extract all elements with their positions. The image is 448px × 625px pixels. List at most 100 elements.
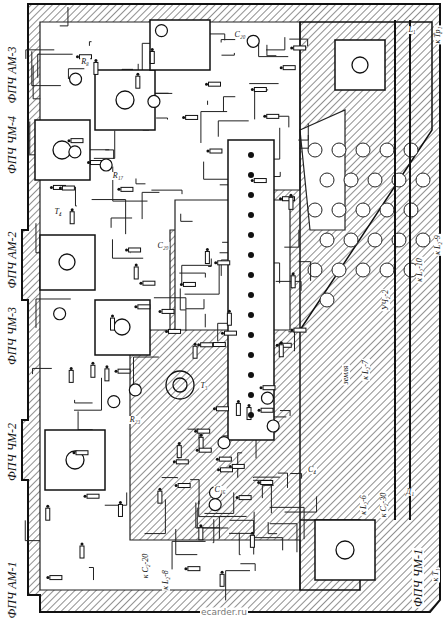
filter-label: ФПЧ ЧМ-4 bbox=[6, 115, 18, 175]
transistor bbox=[54, 308, 66, 320]
trace bbox=[185, 264, 220, 294]
trace bbox=[60, 7, 68, 26]
trace bbox=[179, 273, 205, 277]
trace bbox=[162, 477, 178, 479]
filter-module bbox=[335, 40, 385, 90]
hole bbox=[332, 143, 346, 157]
trace bbox=[89, 150, 109, 155]
trace bbox=[182, 265, 212, 284]
trace bbox=[223, 97, 235, 112]
component bbox=[279, 345, 283, 357]
component bbox=[91, 365, 95, 377]
hole bbox=[308, 143, 322, 157]
transistor bbox=[155, 25, 167, 37]
trace bbox=[280, 411, 290, 416]
component bbox=[70, 212, 74, 224]
trace bbox=[136, 178, 145, 183]
component bbox=[261, 481, 273, 485]
trace bbox=[298, 135, 308, 140]
component bbox=[218, 261, 230, 265]
filter-module bbox=[45, 430, 105, 490]
hole bbox=[320, 173, 334, 187]
trace bbox=[284, 230, 299, 247]
component bbox=[105, 369, 109, 381]
trace bbox=[255, 90, 268, 119]
wire-label: к L₂-8 bbox=[162, 569, 170, 591]
trace bbox=[74, 378, 102, 410]
transistor bbox=[69, 146, 81, 158]
transistor bbox=[148, 95, 160, 107]
component bbox=[118, 369, 130, 373]
trace bbox=[290, 474, 301, 479]
trace bbox=[154, 298, 186, 331]
trace bbox=[226, 571, 250, 601]
transistor bbox=[70, 73, 82, 85]
trace bbox=[94, 131, 115, 159]
component bbox=[283, 66, 295, 70]
part-label: C₂₉ bbox=[157, 242, 170, 250]
trace bbox=[278, 473, 287, 488]
component bbox=[121, 187, 133, 191]
components bbox=[46, 25, 306, 587]
component bbox=[220, 574, 224, 586]
component bbox=[50, 576, 62, 580]
component bbox=[254, 179, 266, 183]
filter-module bbox=[40, 235, 95, 290]
trace bbox=[262, 485, 273, 498]
trace bbox=[25, 520, 40, 540]
trace bbox=[285, 496, 317, 512]
part-label: T₃ bbox=[199, 382, 208, 390]
trace bbox=[299, 123, 308, 148]
trace bbox=[180, 288, 185, 309]
filter-label: ФПЧ АМ-3 bbox=[6, 46, 18, 105]
component bbox=[216, 407, 228, 411]
wire-label: к Т₁ bbox=[432, 568, 440, 583]
component bbox=[94, 62, 98, 74]
part-label: R₁₇ bbox=[112, 172, 124, 180]
trace bbox=[33, 65, 40, 98]
component bbox=[199, 448, 211, 452]
trace bbox=[78, 411, 93, 430]
component bbox=[193, 346, 197, 358]
component bbox=[87, 494, 99, 498]
trace bbox=[204, 314, 205, 327]
filter-label: ФПЧ ЧМ-2 bbox=[6, 422, 18, 482]
hole bbox=[356, 143, 370, 157]
trace bbox=[190, 480, 199, 505]
component bbox=[209, 82, 221, 86]
trace bbox=[32, 51, 61, 85]
component bbox=[186, 115, 198, 119]
component bbox=[143, 281, 155, 285]
component bbox=[198, 429, 210, 433]
trace bbox=[92, 200, 126, 235]
component bbox=[205, 252, 209, 264]
hole bbox=[308, 203, 322, 217]
wire-label: к Тр₁ bbox=[434, 26, 442, 45]
component bbox=[294, 328, 306, 332]
component bbox=[176, 460, 188, 464]
hole bbox=[332, 263, 346, 277]
part-label: R₈ bbox=[80, 58, 90, 66]
component bbox=[236, 403, 240, 415]
component bbox=[177, 446, 181, 458]
component bbox=[267, 114, 279, 118]
wire-label: к С₂-30 bbox=[380, 492, 388, 519]
trace bbox=[176, 529, 198, 555]
hole bbox=[356, 263, 370, 277]
component bbox=[294, 46, 306, 50]
trace bbox=[172, 541, 206, 569]
component bbox=[118, 504, 122, 516]
component bbox=[71, 139, 83, 143]
copper-free-area bbox=[40, 22, 300, 590]
trace bbox=[230, 520, 254, 554]
filter-label: ФПЧ ЧМ-3 bbox=[6, 306, 18, 366]
trace bbox=[33, 368, 52, 374]
part-label: C₂₀ bbox=[234, 31, 247, 39]
wire-label: к L₂-7 bbox=[362, 359, 370, 381]
part-label: L₁ bbox=[407, 26, 416, 34]
trace bbox=[105, 150, 113, 159]
wire-label: земля bbox=[342, 365, 350, 386]
component bbox=[254, 88, 266, 92]
trace bbox=[145, 499, 166, 533]
